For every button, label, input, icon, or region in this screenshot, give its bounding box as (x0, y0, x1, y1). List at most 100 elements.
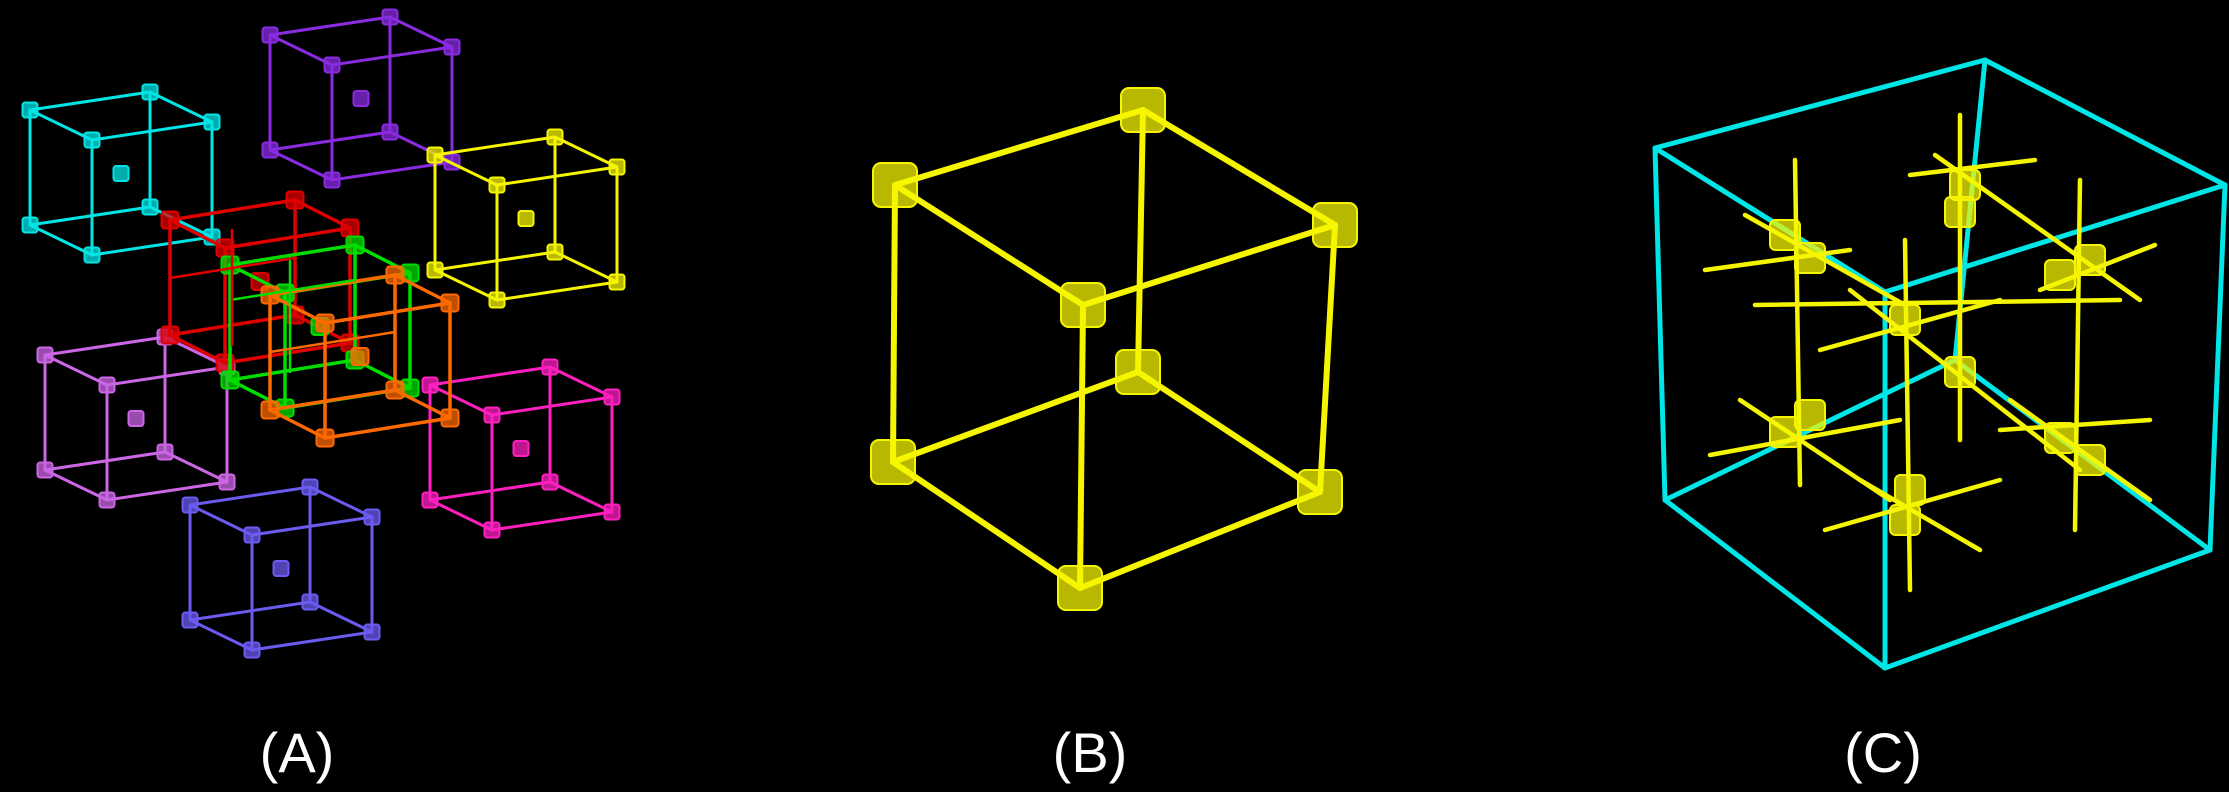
cube-edge (548, 480, 614, 514)
lattice-node (1889, 304, 1921, 336)
cube-vertex-node (323, 171, 341, 189)
cube-vertex-node (21, 101, 39, 119)
cube-edge (495, 165, 619, 187)
cube-edge (892, 182, 1086, 308)
edge (268, 330, 397, 354)
cube-edge (428, 383, 494, 417)
cube-vertex-node (218, 473, 236, 491)
cube-vertex-node (483, 521, 501, 539)
lattice-node (1769, 416, 1801, 448)
cube-edge (433, 268, 499, 302)
cube-edge (43, 353, 109, 387)
cube-edge (168, 198, 297, 222)
cube-vertex-node (426, 261, 444, 279)
lattice-line (1707, 417, 1903, 458)
lattice-line (1902, 237, 1913, 593)
lattice-node (1944, 356, 1976, 388)
cube-vertex-node (421, 376, 439, 394)
frame-edge (1652, 57, 1988, 151)
corner-node (870, 439, 916, 485)
cube-vertex-node (440, 293, 460, 313)
cube-vertex-node (181, 496, 199, 514)
cube-vertex-node (261, 141, 279, 159)
cube-vertex-node (488, 291, 506, 309)
panel-b-single-cube (870, 87, 1358, 611)
cube-vertex-node (608, 273, 626, 291)
cube-edge (250, 515, 374, 537)
cube-edge (553, 135, 619, 169)
lattice-node (2074, 244, 2106, 276)
cube-edge (330, 45, 454, 67)
cube-vertex-node (426, 146, 444, 164)
yellow-unit-cube (870, 87, 1358, 611)
corner-node (1057, 565, 1103, 611)
cube-edge (43, 450, 167, 472)
cube-edge (90, 235, 214, 257)
cube-vertex-node (220, 370, 240, 390)
cube-edge (428, 365, 552, 387)
yellow-lattice (1702, 112, 2158, 593)
cube-edge (553, 250, 619, 284)
cube-edge (433, 153, 499, 187)
cube-edge (28, 223, 94, 257)
cube-edge (490, 395, 614, 417)
cube-center-node (512, 440, 530, 457)
cube-vertex-node (285, 190, 305, 210)
cube-edge (268, 130, 392, 152)
cube-edge (892, 107, 1146, 188)
cube-vertex-node (385, 265, 405, 285)
cube-vertex-node (443, 38, 461, 56)
lattice-node (1794, 242, 1826, 274)
cube-edge (1135, 369, 1323, 495)
cube-edge (268, 33, 334, 67)
lattice-node (1794, 399, 1826, 431)
cube-vertex-node (261, 26, 279, 44)
cube-edge (28, 108, 94, 142)
lattice-node (1769, 219, 1801, 251)
cube-vertex-node (203, 113, 221, 131)
cube-edge (1135, 107, 1146, 375)
cube-vertex-node (546, 243, 564, 261)
cube-edge (1317, 222, 1338, 495)
frame-edge (1882, 547, 2213, 671)
cube-vertex-node (36, 461, 54, 479)
cube-vertex-node (483, 406, 501, 424)
corner-node (1120, 87, 1166, 133)
cube-edge (308, 600, 374, 634)
cube-edge (890, 369, 1141, 465)
purple-cube (261, 8, 461, 189)
central-grid-lines (168, 228, 397, 374)
cube-edge (433, 135, 557, 157)
cube-vertex-node (603, 503, 621, 521)
cube-edge (28, 90, 152, 112)
cube-vertex-node (315, 313, 335, 333)
cube-edge (428, 480, 552, 502)
magenta-cube (421, 358, 621, 539)
lattice-node (2044, 422, 2076, 454)
frame-edge (1982, 57, 2228, 188)
cube-vertex-node (385, 380, 405, 400)
frame-edge (1652, 145, 1668, 503)
cube-edge (148, 90, 214, 124)
cube-edge (308, 485, 374, 519)
cube-vertex-node (488, 176, 506, 194)
cube-vertex-node (345, 235, 365, 255)
cube-edge (548, 365, 614, 399)
panel-a-label: (A) (259, 721, 335, 784)
cube-vertex-node (301, 478, 319, 496)
frame-edge (1652, 145, 1888, 295)
cube-edge (268, 388, 397, 412)
cube-vertex-node (381, 8, 399, 26)
cube-center-node (272, 560, 290, 577)
lattice-node (1889, 504, 1921, 536)
cube-edge (90, 120, 214, 142)
cyan-bounding-box (1652, 57, 2228, 671)
cube-edge (323, 301, 452, 325)
cube-center-node (517, 210, 535, 227)
cube-edge (1077, 302, 1086, 591)
cube-vertex-node (323, 56, 341, 74)
cube-edge (105, 480, 229, 502)
cube-vertex-node (160, 210, 180, 230)
cube-vertex-node (541, 358, 559, 376)
